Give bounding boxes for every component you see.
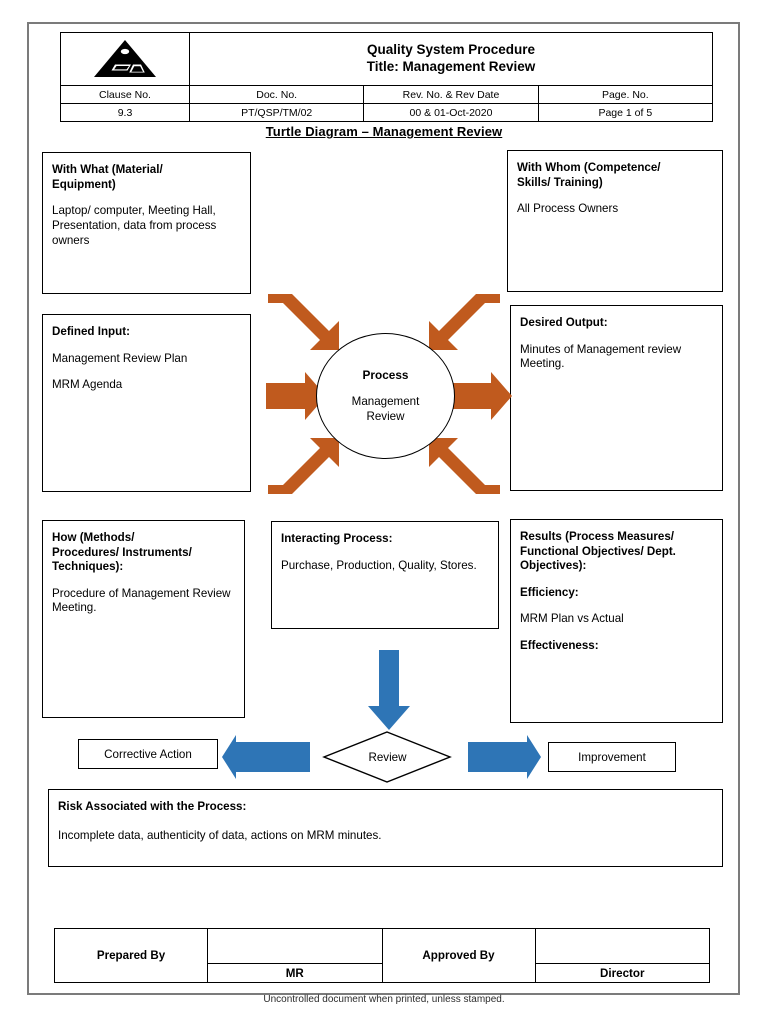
box-with-what-heading-line1: With What (Material/ [52, 163, 163, 176]
box-improvement-label: Improvement [578, 750, 646, 764]
box-results-heading: Results (Process Measures/ Functional Ob… [520, 530, 713, 574]
document-title-cell: Quality System Procedure Title: Manageme… [189, 32, 713, 86]
document-title-line-2: Title: Management Review [366, 59, 536, 74]
box-risk-associated-heading: Risk Associated with the Process: [58, 800, 247, 813]
header-col-clause-no: Clause No. [60, 85, 190, 104]
box-results-effectiveness-label: Effectiveness: [520, 638, 599, 652]
pyramid-logo-icon [61, 37, 189, 81]
process-circle: Process Management Review [316, 333, 455, 459]
header-col-doc-no: Doc. No. [188, 85, 365, 104]
header-col-page-no: Page. No. [537, 85, 714, 104]
box-interacting-process: Interacting Process: Purchase, Productio… [271, 521, 499, 629]
box-risk-associated-body: Incomplete data, authenticity of data, a… [58, 828, 382, 842]
prepared-by-signature-area[interactable] [207, 928, 383, 964]
box-with-what-heading-line2: Equipment) [52, 177, 116, 191]
footer-note: Uncontrolled document when printed, unle… [263, 994, 505, 1005]
box-how-methods-heading-line1: How (Methods/ [52, 531, 135, 544]
review-diamond-label: Review [368, 750, 407, 764]
box-defined-input-heading: Defined Input: [52, 325, 130, 338]
box-with-whom-heading: With Whom (Competence/ Skills/ Training) [517, 161, 713, 190]
approved-by-name: Director [534, 963, 710, 983]
box-how-methods-heading-line3: Techniques): [52, 560, 124, 573]
diagram-title: Turtle Diagram – Management Review [265, 124, 503, 139]
header-val-rev-no: 00 & 01-Oct-2020 [363, 103, 539, 122]
box-risk-associated: Risk Associated with the Process: Incomp… [48, 789, 723, 867]
header-val-clause-no: 9.3 [60, 103, 190, 122]
box-improvement: Improvement [548, 742, 676, 772]
header-val-page-no: Page 1 of 5 [537, 103, 714, 122]
box-desired-output-body: Minutes of Management review Meeting. [520, 342, 682, 371]
document-title-line-1: Quality System Procedure [366, 42, 536, 57]
page-border [27, 22, 740, 995]
box-defined-input-body-1: Management Review Plan [52, 351, 188, 365]
box-corrective-action: Corrective Action [78, 739, 218, 769]
process-circle-name: Management Review [352, 394, 420, 424]
approved-by-label: Approved By [381, 928, 536, 983]
box-with-what-body: Laptop/ computer, Meeting Hall, Presenta… [52, 204, 217, 247]
box-results-heading-line1: Results (Process Measures/ [520, 530, 675, 543]
header-col-rev-no: Rev. No. & Rev Date [363, 85, 539, 104]
pyramid-logo-svg [94, 40, 156, 77]
box-with-whom-heading-line1: With Whom (Competence/ [517, 161, 661, 174]
signature-table: Prepared By Approved By MR Director [54, 928, 710, 983]
box-with-what-heading: With What (Material/ Equipment) [52, 163, 241, 192]
prepared-by-name: MR [207, 963, 383, 983]
box-results-heading-line2: Functional Objectives/ Dept. [520, 544, 676, 558]
box-with-whom-heading-line2: Skills/ Training) [517, 175, 603, 189]
box-how-methods-heading-line2: Procedures/ Instruments/ [52, 545, 192, 559]
process-circle-heading: Process [362, 368, 409, 382]
box-corrective-action-label: Corrective Action [104, 747, 192, 761]
box-interacting-process-heading: Interacting Process: [281, 532, 393, 545]
box-results: Results (Process Measures/ Functional Ob… [510, 519, 723, 723]
box-results-efficiency-value: MRM Plan vs Actual [520, 612, 624, 625]
box-with-whom: With Whom (Competence/ Skills/ Training)… [507, 150, 723, 292]
approved-by-signature-area[interactable] [534, 928, 710, 964]
box-how-methods: How (Methods/ Procedures/ Instruments/ T… [42, 520, 245, 718]
review-diamond: Review [325, 733, 450, 781]
box-with-what: With What (Material/ Equipment) Laptop/ … [42, 152, 251, 294]
box-interacting-process-body: Purchase, Production, Quality, Stores. [281, 558, 477, 572]
document-header-table: Quality System Procedure Title: Manageme… [60, 32, 714, 122]
box-with-whom-body: All Process Owners [517, 202, 619, 215]
box-desired-output: Desired Output: Minutes of Management re… [510, 305, 723, 491]
box-results-heading-line3: Objectives): [520, 559, 587, 572]
box-defined-input: Defined Input: Management Review Plan MR… [42, 314, 251, 492]
prepared-by-label: Prepared By [54, 928, 208, 983]
logo-cell [60, 32, 190, 86]
process-circle-name-line2: Review [366, 410, 405, 423]
box-defined-input-body-2: MRM Agenda [52, 378, 123, 392]
box-desired-output-heading: Desired Output: [520, 316, 608, 329]
box-how-methods-heading: How (Methods/ Procedures/ Instruments/ T… [52, 531, 235, 575]
header-val-doc-no: PT/QSP/TM/02 [188, 103, 365, 122]
box-how-methods-body: Procedure of Management Review Meeting. [52, 586, 231, 615]
box-results-efficiency-label: Efficiency: [520, 585, 579, 599]
process-circle-name-line1: Management [351, 395, 420, 408]
